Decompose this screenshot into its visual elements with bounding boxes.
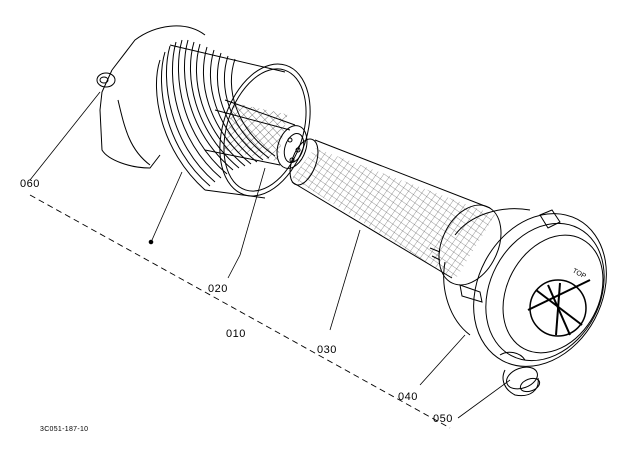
drawing-code: 3C051-187-10: [40, 426, 88, 433]
part-050-valve: [499, 351, 541, 397]
part-040-cover: [429, 208, 607, 367]
label-040: 040: [398, 391, 418, 403]
label-050: 050: [433, 413, 453, 425]
label-030: 030: [317, 344, 337, 356]
part-030-main-element: [289, 138, 502, 286]
leader-lines: [29, 91, 511, 419]
label-030-text: 030: [317, 344, 337, 356]
label-040-text: 040: [398, 391, 418, 403]
label-050-text: 050: [433, 413, 453, 425]
dashed-baseline: [29, 194, 451, 429]
label-010: 010: [226, 328, 246, 340]
label-020-text: 020: [208, 283, 228, 295]
label-060-text: 060: [20, 178, 40, 190]
leader-dot: [148, 239, 154, 245]
top-mark: TOP: [571, 268, 587, 281]
label-060: 060: [20, 178, 40, 190]
label-010-text: 010: [226, 328, 246, 340]
drawing-code-text: 3C051-187-10: [40, 426, 89, 433]
label-020: 020: [208, 283, 228, 295]
part-020-inner-element: [204, 99, 308, 169]
